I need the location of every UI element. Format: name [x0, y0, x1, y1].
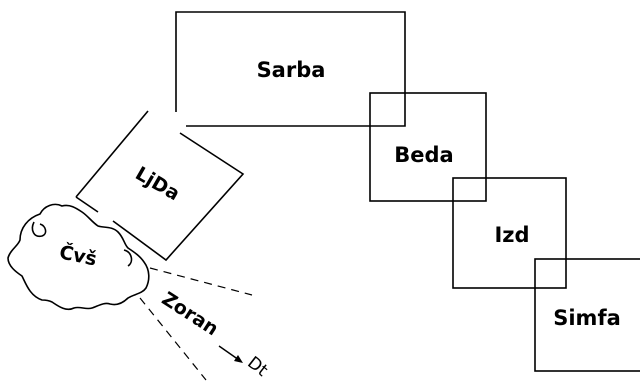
arrow-icon — [218, 345, 243, 363]
ljda-label: LjDa — [132, 163, 184, 206]
ljda-box: LjDa — [75, 110, 245, 262]
simfa-label: Simfa — [553, 306, 621, 330]
head-outline: Čvš — [7, 203, 150, 311]
sarba-label: Sarba — [257, 58, 326, 82]
gaze-lines — [139, 267, 253, 381]
izd-box: Izd — [452, 177, 567, 289]
beda-box: Beda — [369, 92, 487, 202]
beda-label: Beda — [394, 143, 453, 167]
gaze-annotation: Zoran Dt — [158, 288, 272, 381]
sarba-box: Sarba — [175, 11, 406, 127]
gaze-target-label: Dt — [243, 353, 271, 381]
head-label: Čvš — [57, 239, 99, 270]
izd-label: Izd — [494, 223, 529, 247]
simfa-box: Simfa — [534, 258, 640, 372]
